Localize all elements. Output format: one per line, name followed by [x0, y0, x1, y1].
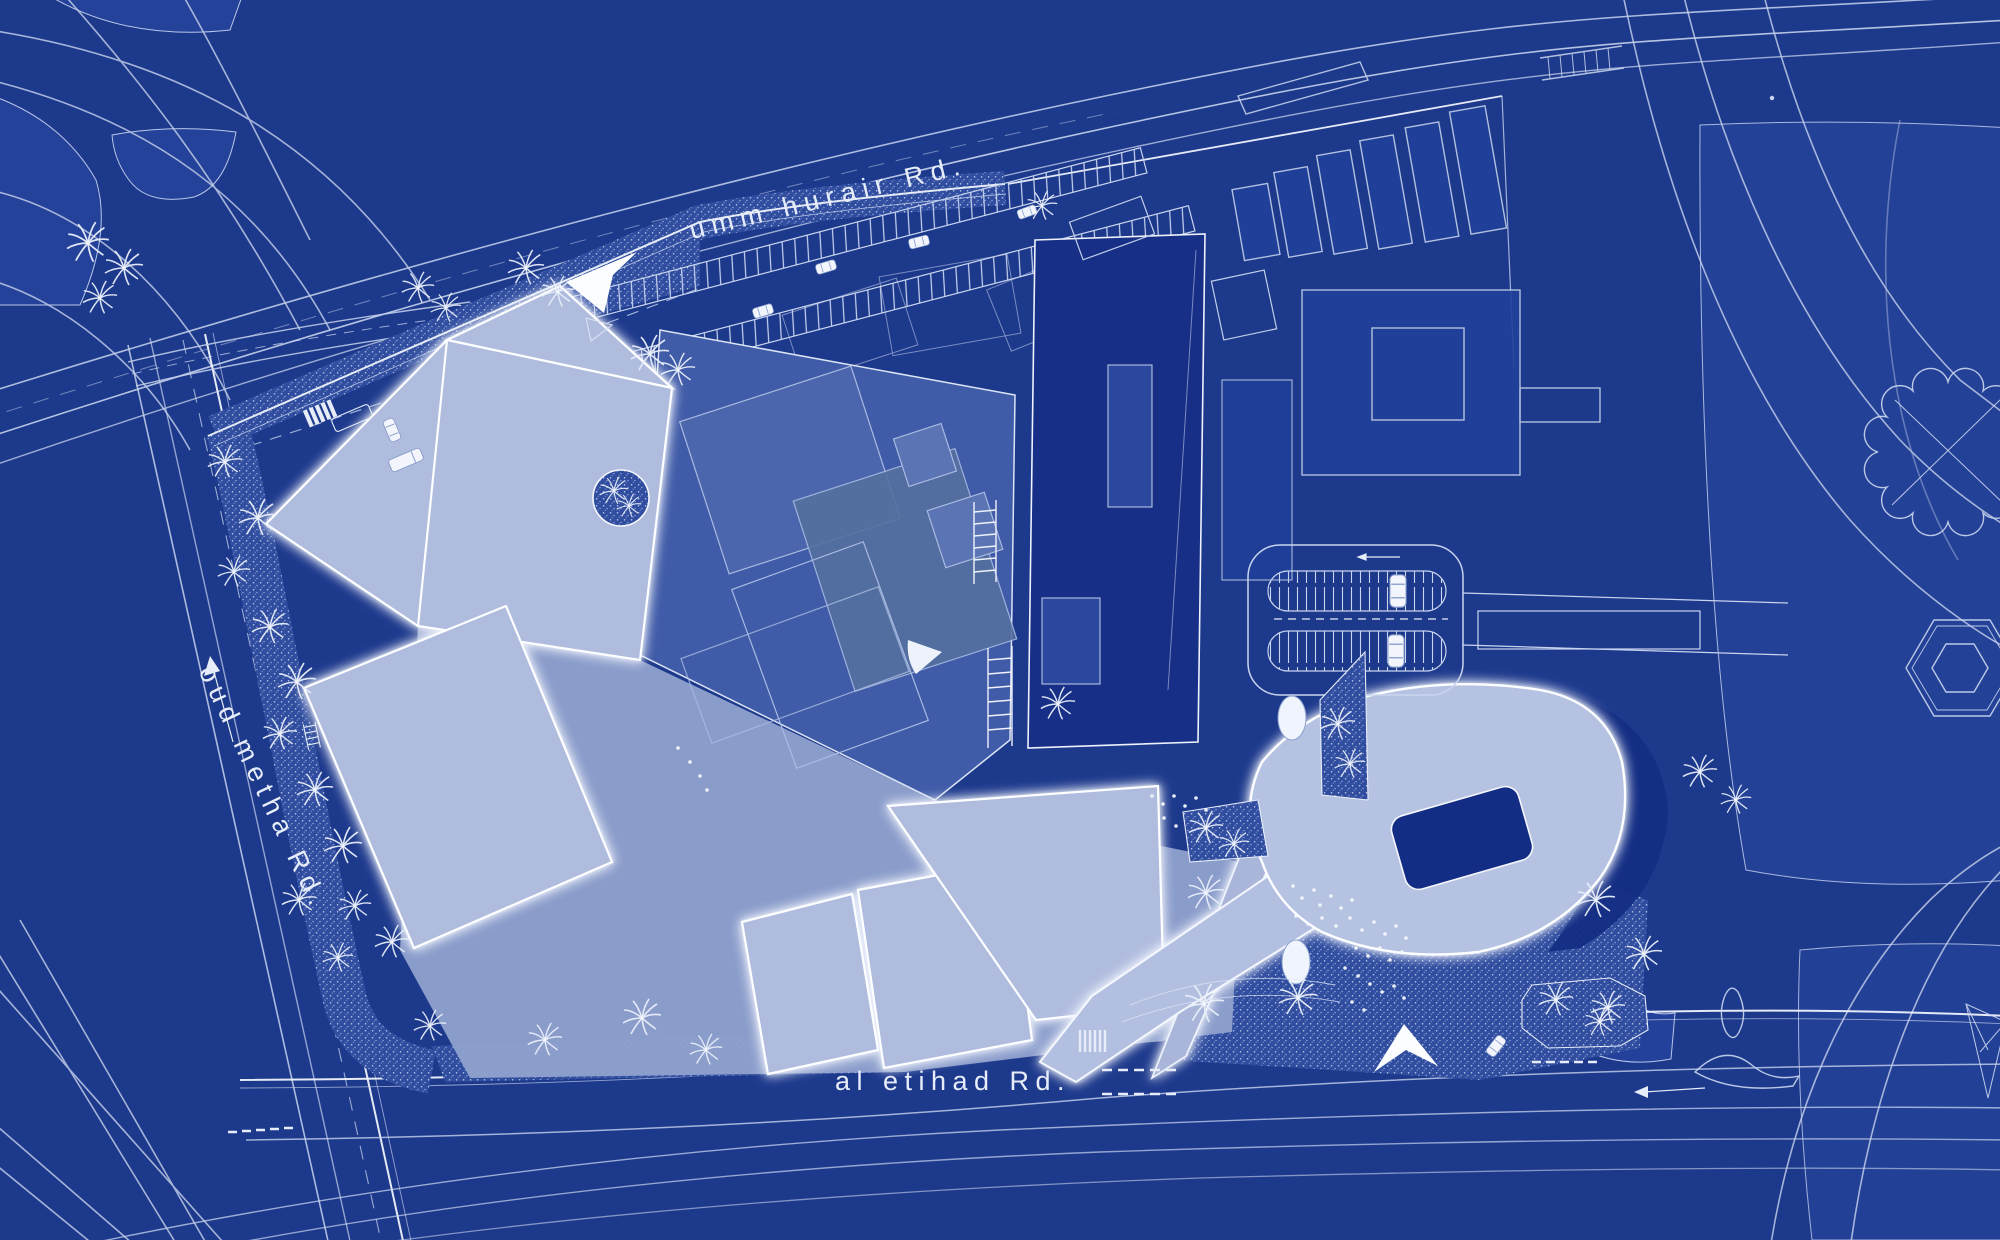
context-annex-building: [1210, 269, 1278, 341]
context-buildings: [1231, 45, 1625, 476]
hill-island: [1693, 1054, 1801, 1089]
right-edge-features: [1693, 95, 2000, 1099]
direction-arrow: [204, 656, 234, 743]
context-courtyard: [1371, 327, 1465, 421]
car-icon: [1387, 634, 1405, 668]
slab-skylight: [1041, 597, 1101, 685]
vehicles: [331, 203, 1508, 1059]
lot-annex: [1477, 610, 1701, 650]
cloud-planter: [1863, 367, 2000, 537]
light-buildings: [264, 284, 1166, 1076]
context-annex-building: [1221, 379, 1293, 581]
small-triangle-marker: [585, 317, 614, 342]
central-complex: [639, 329, 1018, 801]
zebra-crossing: [302, 399, 338, 428]
hexagon-core: [1931, 643, 1989, 693]
direction-arrow: [1634, 1086, 1706, 1098]
island: [1699, 121, 2000, 885]
island: [111, 128, 237, 200]
crosswalk: [1078, 1030, 1107, 1052]
courtyard-triangle-icon: [907, 640, 942, 674]
context-row-building: [1358, 134, 1414, 250]
building-light: [416, 338, 674, 662]
teardrop-island: [1720, 987, 1745, 1039]
funnel-shadow-pond: [1548, 688, 1668, 952]
island: [0, 98, 102, 306]
lot-exit-lane: [1462, 592, 1789, 656]
entrance-arrow-bottom-icon: [1374, 1024, 1438, 1072]
context-row-building: [1448, 105, 1508, 235]
slab-roof-line: [1167, 249, 1197, 691]
hexagon-feature: [1905, 619, 2000, 717]
roof-volume: [892, 422, 958, 488]
circular-planter: [592, 469, 650, 527]
context-row-building: [1231, 182, 1281, 262]
lane-dashes: [228, 1060, 1597, 1134]
island: [55, 0, 242, 33]
hexagon-feature-inner: [1911, 625, 2000, 711]
parking-row: [1267, 570, 1447, 612]
building-light: [302, 604, 614, 950]
dark-slab-building: [1027, 195, 1293, 749]
bus-bay-comb: [302, 721, 321, 751]
funnel-courtyard: [1390, 785, 1534, 891]
context-strip: [1237, 61, 1369, 115]
triangle-feature: [1965, 1003, 2000, 1099]
road-label-al-etihad: al etihad Rd.: [835, 1066, 1071, 1096]
triangular-planter: [1319, 650, 1369, 801]
kiosk: [1277, 695, 1307, 741]
roof-volume: [680, 586, 910, 744]
context-annex: [1519, 387, 1601, 423]
site-boundary-top: [207, 183, 1006, 437]
complex-roof-volumes: [678, 365, 1018, 769]
context-row-building: [1315, 148, 1369, 256]
entrance-arrows: [566, 252, 1438, 1072]
road-markings: [204, 399, 1706, 1134]
stairs-icon: [987, 646, 1013, 748]
slab-canopy: [1068, 195, 1156, 261]
context-row-building: [1404, 121, 1460, 243]
planter: [1182, 799, 1269, 863]
slab-skylight: [1107, 364, 1153, 508]
people-dots: [676, 746, 1408, 1012]
survey-dot: [1769, 95, 1775, 101]
car-icon: [1389, 574, 1407, 608]
octagon-planter: [1521, 977, 1649, 1049]
stairs-icon: [973, 500, 997, 584]
entrance-arrow-top-icon: [566, 252, 637, 313]
path-lines: [1121, 977, 1341, 1023]
parking-lot: [1247, 544, 1789, 696]
context-big-building: [1301, 289, 1521, 476]
building-light: [740, 892, 880, 1076]
island: [1798, 943, 2000, 1240]
truck-icon: [388, 447, 424, 473]
bus-icon: [331, 404, 373, 432]
small-planters: [1121, 650, 1649, 1049]
roof-volume: [730, 541, 930, 769]
kiosk: [1281, 939, 1311, 985]
context-comb: [1539, 45, 1625, 81]
aisle-arrow: [1356, 553, 1400, 561]
landscape-left-strip: [206, 424, 437, 1094]
cloud-planter-cross: [1891, 399, 2000, 506]
context-row-building: [1272, 165, 1324, 259]
